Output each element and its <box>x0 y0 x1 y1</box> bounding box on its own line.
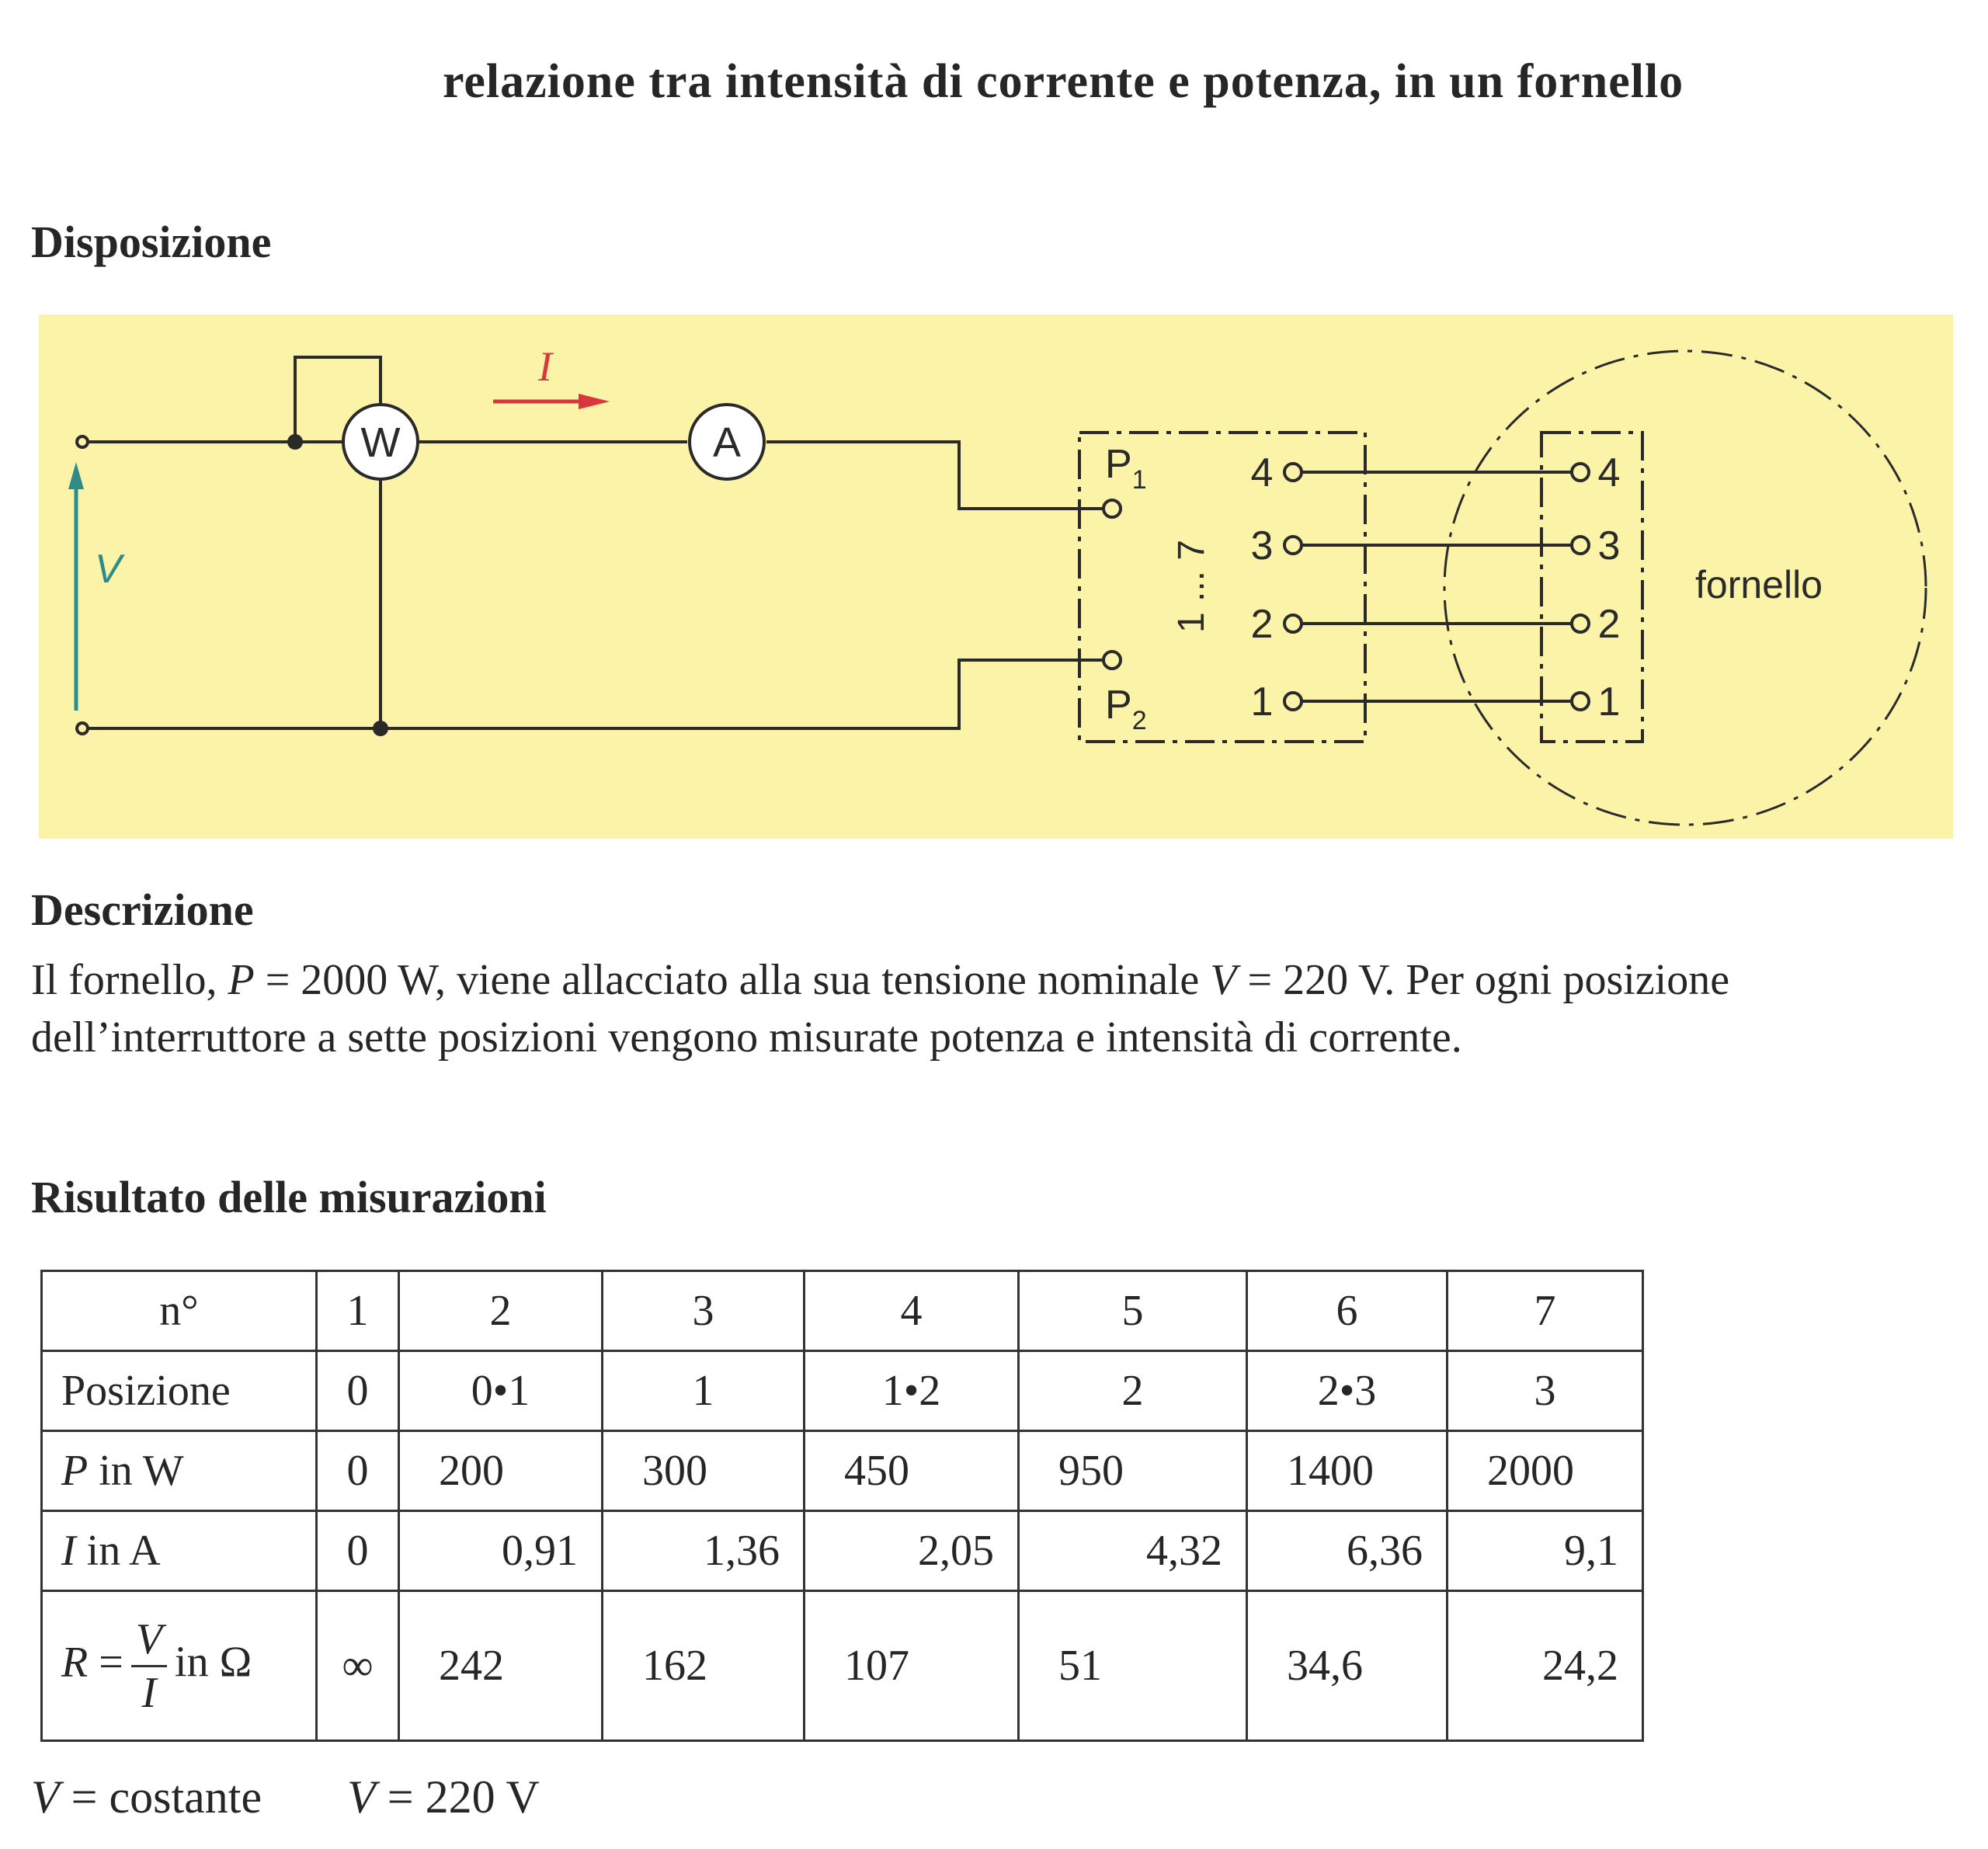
table-cell: 7 <box>1446 1270 1644 1352</box>
table-cell: ∞ <box>315 1590 400 1742</box>
p1-label: P1 <box>1105 442 1147 495</box>
table-cell: 162 <box>601 1590 805 1742</box>
table-cell: 0 <box>315 1350 400 1432</box>
switch-range-label: 1 ... 7 <box>1171 540 1212 633</box>
switch-terminal-label: 3 <box>1251 523 1274 568</box>
ammeter-symbol <box>688 403 766 481</box>
table-cell: 107 <box>803 1590 1020 1742</box>
table-cell: 300 <box>601 1430 805 1512</box>
page-title: relazione tra intensità di corrente e po… <box>443 55 1684 108</box>
table-cell: 6,36 <box>1246 1510 1448 1592</box>
table-cell: 2 <box>1017 1350 1248 1432</box>
table-cell: 1400 <box>1246 1430 1448 1512</box>
circuit-svg: W A I V P1 P2 1 ... 7 4 3 2 1 4 3 2 1 fo… <box>68 343 1927 826</box>
table-cell: 2,05 <box>803 1510 1020 1592</box>
voltage-label: V <box>95 547 125 592</box>
table-cell: 51 <box>1017 1590 1248 1742</box>
table-cell: 950 <box>1017 1430 1248 1512</box>
measurement-table: n° 1 2 3 4 5 6 7 Posizione 0 0•1 1 1•2 2… <box>40 1270 1644 1742</box>
table-cell: 3 <box>1446 1350 1644 1432</box>
table-cell: 3 <box>601 1270 805 1352</box>
table-cell: 242 <box>398 1590 603 1742</box>
stove-terminal-label: 4 <box>1598 450 1621 495</box>
wattmeter-symbol <box>342 403 419 481</box>
table-cell: 5 <box>1017 1270 1248 1352</box>
description-text: Il fornello, P = 2000 W, viene allacciat… <box>31 956 1730 1062</box>
table-row-number: n° 1 2 3 4 5 6 7 <box>40 1270 1644 1352</box>
current-arrow: I <box>493 343 610 409</box>
switch-terminal-label: 2 <box>1251 602 1274 647</box>
table-row-power: P in W 0 200 300 450 950 1400 2000 <box>40 1430 1644 1512</box>
table-cell: 4 <box>803 1270 1020 1352</box>
table-cell: 24,2 <box>1446 1590 1644 1742</box>
table-cell: 1,36 <box>601 1510 805 1592</box>
table-cell: 2•3 <box>1246 1350 1448 1432</box>
table-cell: 1•2 <box>803 1350 1020 1432</box>
table-row-position: Posizione 0 0•1 1 1•2 2 2•3 3 <box>40 1350 1644 1432</box>
row-header: Posizione <box>40 1350 318 1432</box>
stove-label: fornello <box>1695 563 1823 606</box>
stove-terminal-label: 3 <box>1598 523 1621 568</box>
stove-terminal-label: 2 <box>1598 602 1621 647</box>
table-cell: 1 <box>315 1270 400 1352</box>
wattmeter-label: W <box>361 419 401 466</box>
switch-terminal-label: 4 <box>1251 450 1274 495</box>
table-cell: 6 <box>1246 1270 1448 1352</box>
row-header: I in A <box>40 1510 318 1592</box>
table-cell: 4,32 <box>1017 1510 1248 1592</box>
circuit-diagram: W A I V P1 P2 1 ... 7 4 3 2 1 4 3 2 1 fo… <box>39 315 1953 839</box>
p2-label: P2 <box>1105 683 1147 735</box>
section-heading-risultato: Risultato delle misurazioni <box>31 1172 547 1222</box>
table-cell: 2000 <box>1446 1430 1644 1512</box>
table-cell: 2 <box>398 1270 603 1352</box>
table-row-current: I in A 0 0,91 1,36 2,05 4,32 6,36 9,1 <box>40 1510 1644 1592</box>
table-cell: 0 <box>315 1430 400 1512</box>
table-cell: 200 <box>398 1430 603 1512</box>
stove-terminal-label: 1 <box>1598 679 1621 725</box>
table-cell: 9,1 <box>1446 1510 1644 1592</box>
table-cell: 34,6 <box>1246 1590 1448 1742</box>
row-header: n° <box>40 1270 318 1352</box>
switch-terminal-label: 1 <box>1251 679 1274 725</box>
table-cell: 450 <box>803 1430 1020 1512</box>
table-cell: 0 <box>315 1510 400 1592</box>
section-heading-descrizione: Descrizione <box>31 885 254 935</box>
table-cell: 0,91 <box>398 1510 603 1592</box>
table-cell: 1 <box>601 1350 805 1432</box>
row-header: P in W <box>40 1430 318 1512</box>
table-cell: 0•1 <box>398 1350 603 1432</box>
voltage-arrow: V <box>68 462 125 711</box>
section-heading-disposizione: Disposizione <box>31 217 272 267</box>
ammeter-label: A <box>713 419 741 466</box>
current-label: I <box>537 343 554 390</box>
